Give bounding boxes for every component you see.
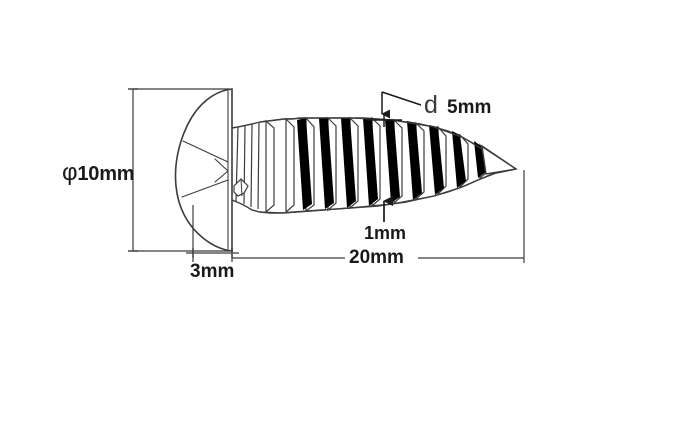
head-recess-facet-top <box>182 140 229 163</box>
shank-lower-outline-overlay <box>259 168 517 214</box>
shank-neck-ridges <box>235 122 260 210</box>
screw-tip-edge <box>480 145 517 170</box>
phi-symbol: φ <box>62 159 78 186</box>
dimension-head-diameter <box>128 88 230 252</box>
dimension-head-height <box>186 205 239 262</box>
dimension-shank-length <box>232 170 525 263</box>
head-recess-center <box>214 158 229 183</box>
shank-nib-crease <box>240 178 243 197</box>
thread-crest-bands <box>297 118 486 210</box>
head-recess-facet-bottom <box>181 179 229 198</box>
phi-value: 10mm <box>77 163 135 185</box>
shank-dia-leader-diagonal <box>381 91 422 106</box>
screw-head-dome <box>174 88 233 252</box>
shank-diameter-value: 5mm <box>447 97 492 118</box>
shank-length-label: 20mm <box>349 247 404 268</box>
head-diameter-label: φ10mm <box>62 159 135 186</box>
head-height-label: 3mm <box>190 261 235 282</box>
screw-geometry <box>174 88 233 252</box>
screw-shank-threads <box>231 116 518 214</box>
thread-pitch-label: 1mm <box>364 223 407 243</box>
shank-diameter-symbol: d <box>424 91 438 119</box>
dimension-shank-diameter <box>367 91 422 127</box>
